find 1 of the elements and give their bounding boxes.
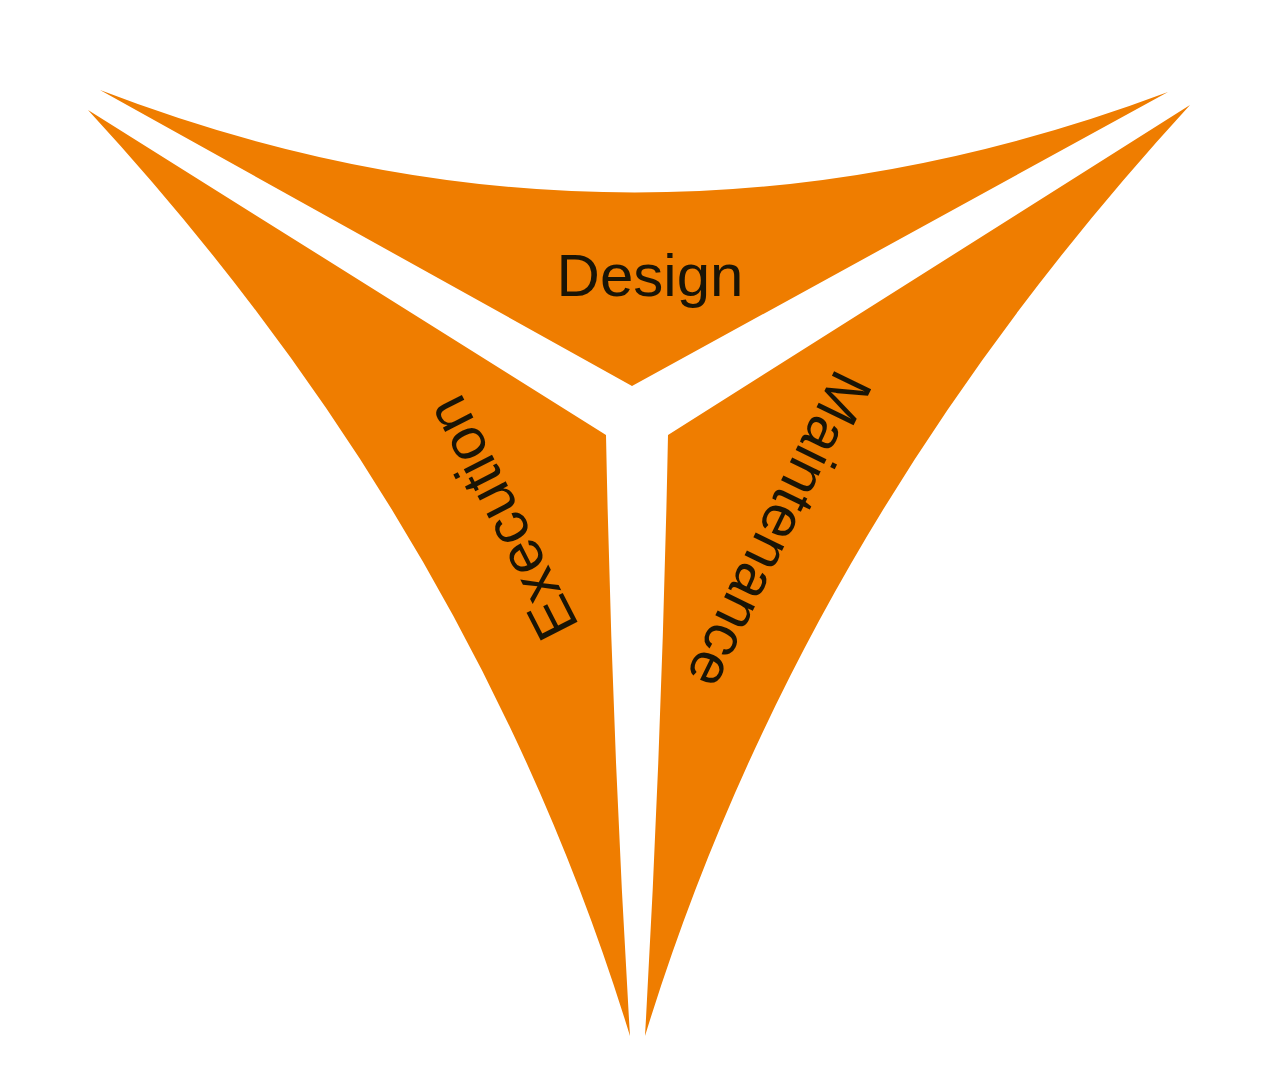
segment-label: Design: [556, 246, 744, 306]
